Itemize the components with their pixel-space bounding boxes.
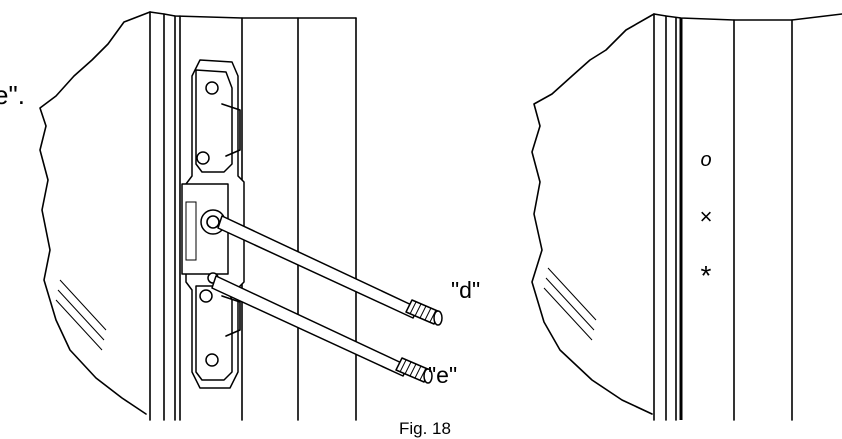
mark-circle: o xyxy=(700,149,711,171)
right-door-top xyxy=(653,13,842,21)
hinge-top-tab xyxy=(221,103,241,157)
tool-d-label: "d" xyxy=(451,277,481,303)
hatch-2 xyxy=(57,289,105,341)
figure-caption: Fig. 18 xyxy=(399,419,451,438)
hatch-1 xyxy=(59,279,107,331)
mark-cross: × xyxy=(700,204,713,229)
tool-e-shaft xyxy=(211,275,409,377)
hatch-5 xyxy=(545,277,595,331)
screw-hole-4 xyxy=(205,353,219,367)
hinge-top-bracket xyxy=(195,69,233,173)
tool-d-tip xyxy=(433,310,443,326)
left-panel xyxy=(39,11,443,421)
tool-e-label: "e" xyxy=(428,362,458,388)
right-panel: o × * xyxy=(531,13,842,421)
left-door-top xyxy=(149,11,357,19)
left-door-outline xyxy=(39,11,151,415)
tool-e-tip xyxy=(423,368,433,384)
right-door-outline xyxy=(531,13,655,415)
cut-off-label: e". xyxy=(0,80,25,110)
hatch-3 xyxy=(55,299,103,351)
screw-hole-1 xyxy=(205,81,219,95)
mark-asterisk: * xyxy=(701,260,712,291)
tool-e-knurl xyxy=(399,359,427,381)
hatch-6 xyxy=(543,287,593,341)
screw-hole-2 xyxy=(196,151,210,165)
screw-hole-3 xyxy=(199,289,213,303)
adjust-screw-d-inner xyxy=(206,215,220,229)
tool-d-shaft xyxy=(217,215,419,319)
hatch-4 xyxy=(547,267,597,321)
hinge-bottom-tab xyxy=(221,295,241,337)
hinge-center-slot xyxy=(185,201,197,261)
